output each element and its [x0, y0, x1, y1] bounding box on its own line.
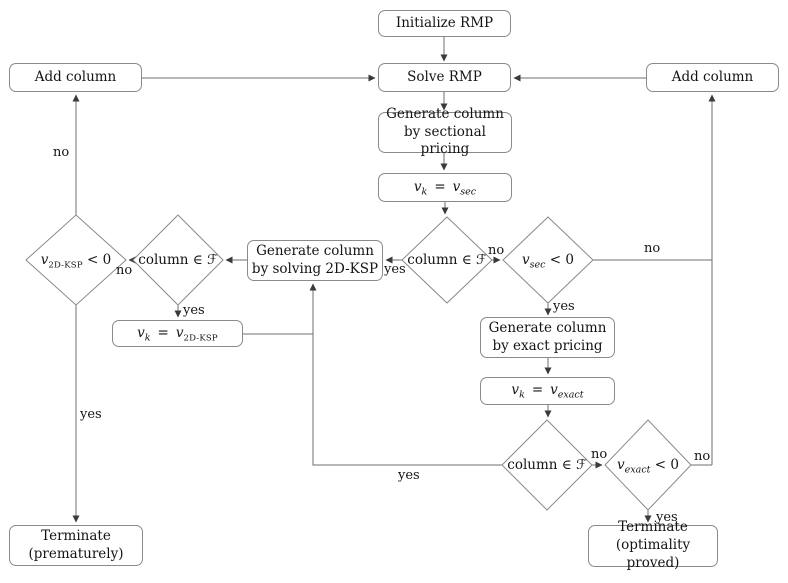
- edge-checkbottom-yes-loop: [309, 283, 502, 466]
- decision-column-bottom-label: column ∈ ℱ: [507, 457, 587, 473]
- node-add-column-right-label: Add column: [671, 68, 754, 85]
- decision-column-center-shape: [401, 216, 493, 304]
- node-solve-rmp-label: Solve RMP: [407, 68, 482, 85]
- node-add-column-left-label: Add column: [34, 68, 117, 85]
- edge-label-vksp-yes: yes: [80, 407, 102, 422]
- decision-vksp-shape: [25, 214, 127, 306]
- edge-label-vsec-no: no: [644, 241, 661, 256]
- node-generate-2dksp-line2: by solving 2D-KSP: [251, 260, 379, 277]
- decision-column-center-label: column ∈ ℱ: [407, 252, 487, 268]
- edge-label-left-yes: yes: [183, 303, 205, 318]
- decision-vksp-label: v2D-KSP < 0: [40, 252, 112, 271]
- node-initialize-rmp: Initialize RMP: [378, 10, 511, 37]
- node-add-column-right: Add column: [646, 63, 779, 92]
- decision-vexact-shape: [604, 419, 692, 511]
- edge-label-bottom-yes: yes: [398, 468, 420, 483]
- node-solve-rmp: Solve RMP: [378, 63, 511, 92]
- decision-column-left-label: column ∈ ℱ: [138, 252, 218, 268]
- decision-vsec-shape: [502, 216, 594, 304]
- node-terminate-optimality-line1: Terminate: [618, 519, 688, 536]
- node-assign-vsec: vk=vsec: [378, 173, 512, 202]
- node-terminate-prematurely-line2: (prematurely): [28, 545, 124, 562]
- edge-label-vexact-no: no: [694, 449, 711, 464]
- node-assign-vexact-formula: vk=vexact: [511, 382, 584, 401]
- node-assign-vexact: vk=vexact: [480, 377, 615, 405]
- node-initialize-rmp-label: Initialize RMP: [395, 14, 494, 31]
- edge-label-vexact-yes: yes: [656, 510, 678, 525]
- node-generate-sectional-line2: by sectional pricing: [404, 123, 486, 158]
- edge-label-center-yes: yes: [384, 262, 406, 277]
- node-generate-2dksp: Generate column by solving 2D-KSP: [247, 240, 383, 281]
- node-terminate-optimality: Terminate (optimality proved): [588, 519, 718, 571]
- node-generate-exact-line2: by exact pricing: [492, 337, 603, 354]
- edge-label-bottom-no: no: [591, 447, 608, 462]
- node-terminate-prematurely: Terminate (prematurely): [9, 525, 143, 566]
- node-generate-sectional: Generate column by sectional pricing: [378, 106, 512, 157]
- edge-label-left-no: no: [116, 263, 133, 278]
- decision-vexact-label: vexact < 0: [617, 457, 679, 476]
- node-terminate-prematurely-line1: Terminate: [41, 527, 111, 544]
- node-assign-v2dksp-formula: vk=v2D-KSP: [137, 324, 218, 344]
- node-terminate-optimality-line2: (optimality proved): [615, 537, 691, 571]
- node-assign-v2dksp: vk=v2D-KSP: [112, 320, 243, 347]
- edge-label-vsec-yes: yes: [553, 299, 575, 314]
- decision-vsec-label: vsec < 0: [522, 252, 574, 271]
- node-generate-exact-line1: Generate column: [488, 319, 607, 336]
- node-generate-2dksp-line1: Generate column: [256, 242, 374, 259]
- node-generate-exact: Generate column by exact pricing: [480, 317, 615, 358]
- node-generate-sectional-line1: Generate column: [386, 105, 504, 122]
- decision-column-left-shape: [132, 214, 224, 306]
- node-add-column-left: Add column: [9, 63, 142, 92]
- edge-label-center-no: no: [488, 243, 505, 258]
- edge-label-vksp-no: no: [53, 145, 70, 160]
- decision-column-bottom-shape: [501, 419, 593, 511]
- node-assign-vsec-formula: vk=vsec: [413, 178, 477, 198]
